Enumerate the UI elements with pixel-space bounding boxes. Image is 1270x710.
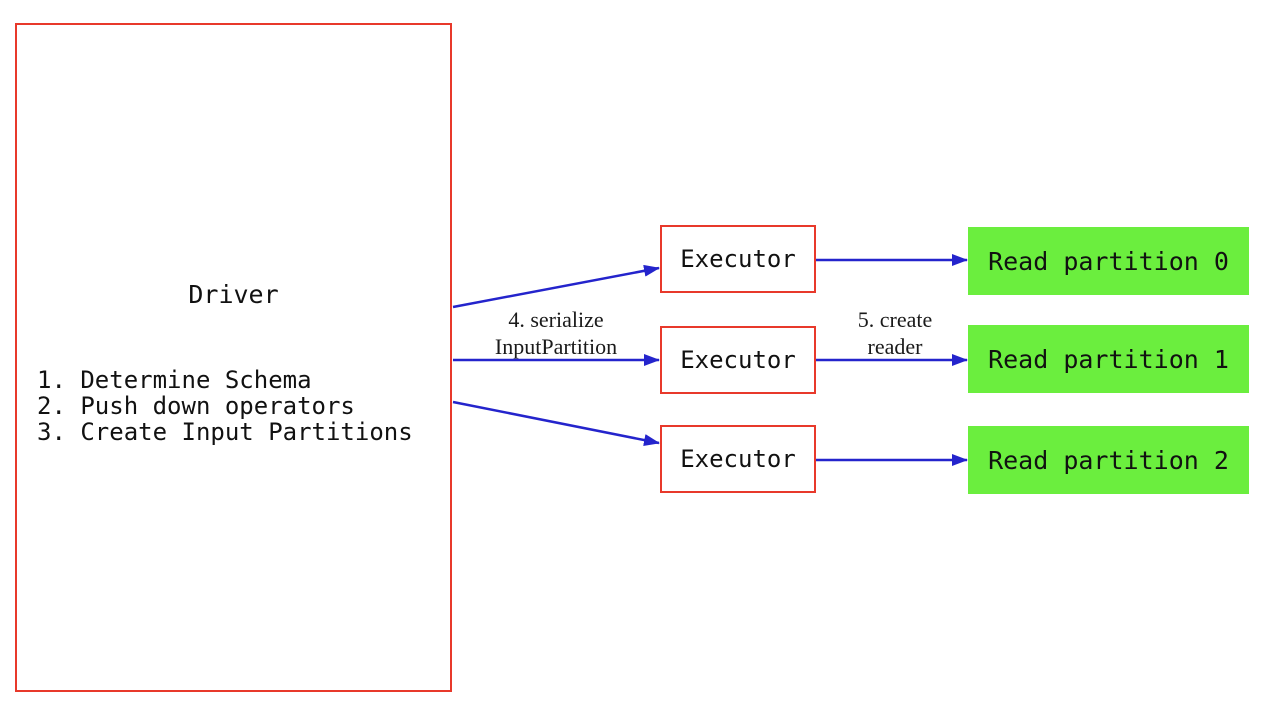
executor-box-0: Executor: [660, 225, 816, 293]
executor-2-label: Executor: [680, 445, 796, 473]
executor-0-label: Executor: [680, 245, 796, 273]
read-partition-0-label: Read partition 0: [988, 246, 1229, 276]
create-reader-label-line1: 5. create: [857, 307, 933, 332]
create-reader-label: 5. create reader: [820, 306, 970, 360]
executor-1-label: Executor: [680, 346, 796, 374]
executor-box-1: Executor: [660, 326, 816, 394]
create-reader-label-line2: reader: [867, 334, 923, 359]
arrow-driver-to-executor-2: [452, 400, 660, 446]
serialize-label-line2: InputPartition: [494, 334, 618, 359]
read-partition-2-label: Read partition 2: [988, 445, 1229, 475]
arrow-driver-to-executor-0: [452, 264, 660, 309]
driver-box: Driver 1. Determine Schema 2. Push down …: [15, 23, 452, 692]
read-partition-2-box: Read partition 2: [968, 426, 1249, 494]
serialize-label-line1: 4. serialize: [508, 307, 604, 332]
read-partition-1-box: Read partition 1: [968, 325, 1249, 393]
executor-box-2: Executor: [660, 425, 816, 493]
driver-title: Driver: [188, 280, 279, 309]
read-partition-1-label: Read partition 1: [988, 344, 1229, 374]
driver-steps-list: 1. Determine Schema 2. Push down operato…: [37, 366, 413, 446]
read-partition-0-box: Read partition 0: [968, 227, 1249, 295]
serialize-inputpartition-label: 4. serialize InputPartition: [456, 306, 656, 360]
